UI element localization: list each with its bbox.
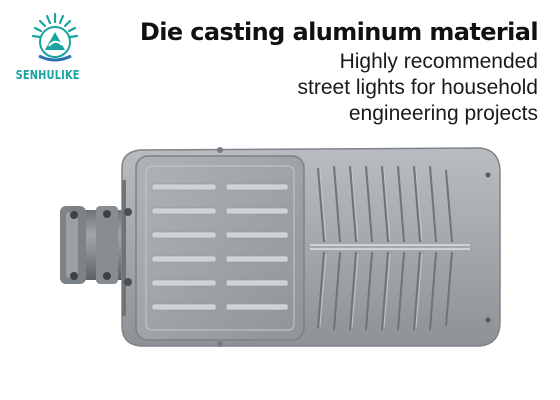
subtitle: Highly recommended street lights for hou… bbox=[298, 49, 538, 127]
subtitle-line: engineering projects bbox=[348, 102, 538, 125]
brand-logo: SENHULIKE bbox=[14, 12, 96, 82]
subtitle-line: street lights for household bbox=[297, 76, 538, 99]
senhulike-logo-icon bbox=[31, 12, 79, 62]
subtitle-line: Highly recommended bbox=[339, 50, 538, 73]
brand-name: SENHULIKE bbox=[15, 68, 80, 82]
page-title: Die casting aluminum material bbox=[139, 18, 539, 46]
